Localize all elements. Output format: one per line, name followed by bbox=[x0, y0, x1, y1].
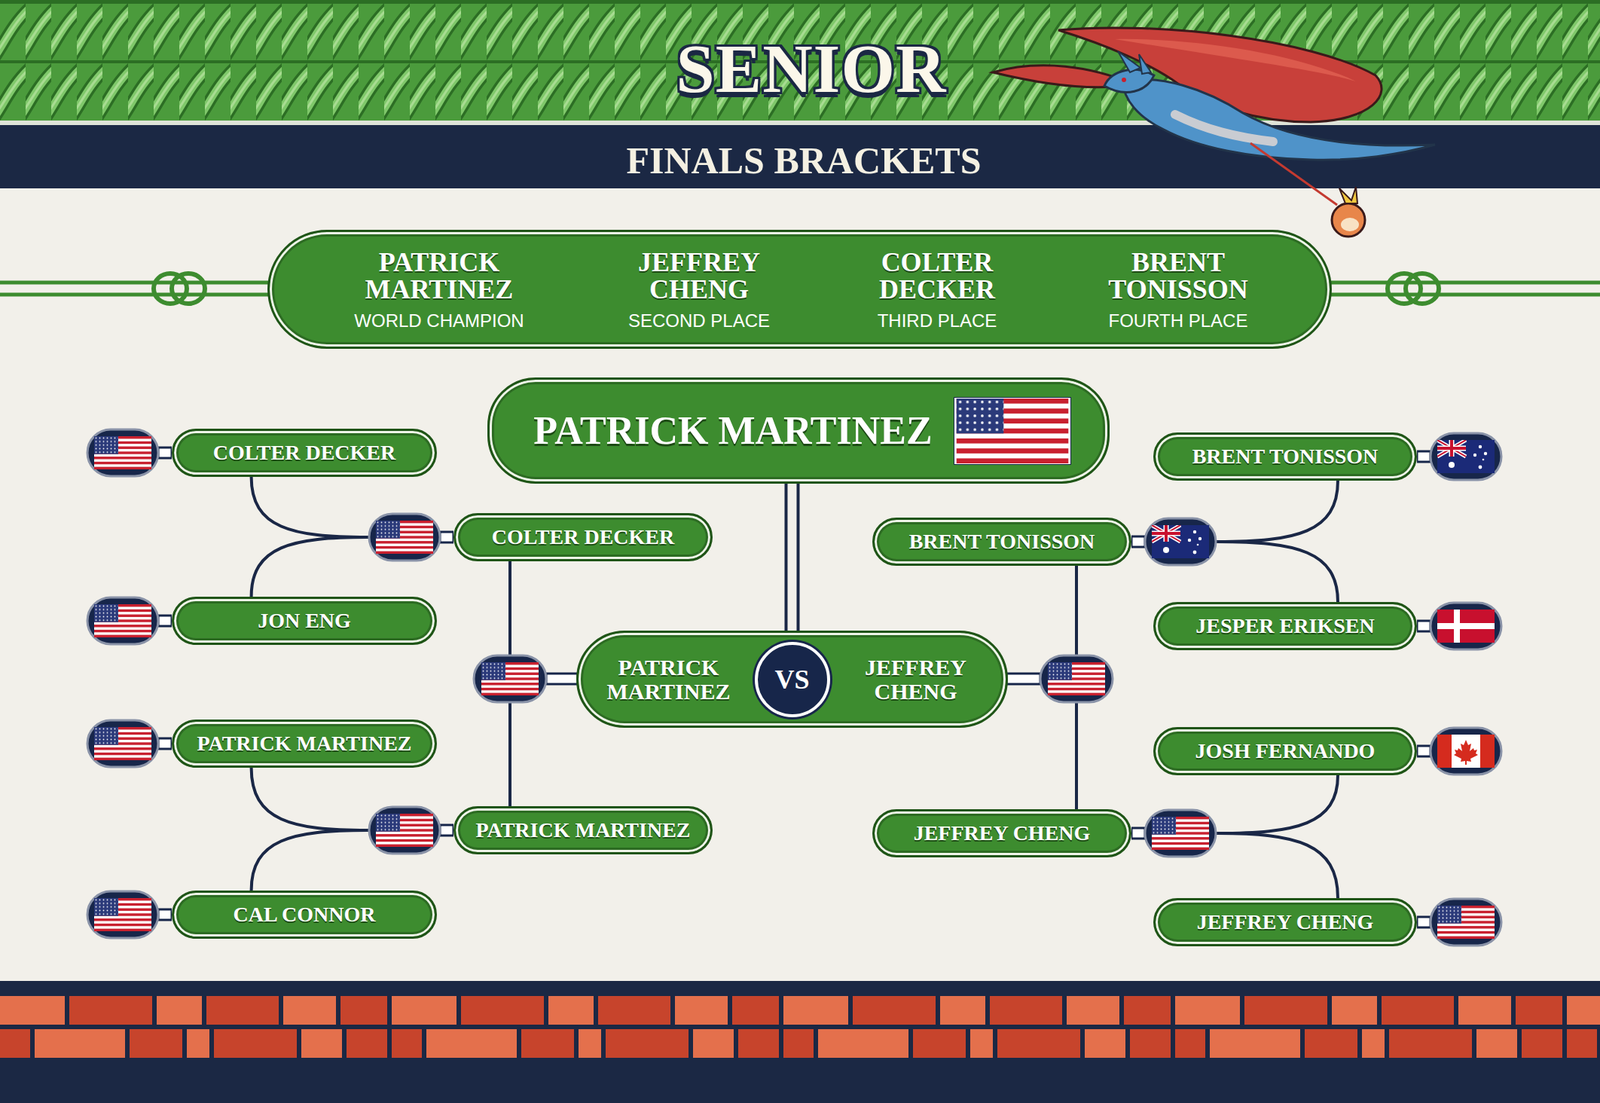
standing-entry: JEFFREY CHENG SECOND PLACE bbox=[597, 241, 801, 337]
vs-text: VS bbox=[774, 665, 810, 694]
player-name: JEFFREY CHENG bbox=[597, 248, 801, 303]
bracket-line bbox=[1217, 775, 1338, 834]
flag-badge bbox=[367, 512, 454, 562]
player-name: JEFFREY CHENG bbox=[1196, 911, 1375, 933]
bracket-line bbox=[251, 767, 368, 831]
flag-badge bbox=[1006, 655, 1113, 703]
title-text: SENIOR bbox=[676, 30, 947, 107]
player-pill: COLTER DECKER bbox=[171, 428, 437, 477]
bracket-line bbox=[1217, 480, 1338, 542]
flag-badge bbox=[1416, 431, 1503, 482]
champion-name: PATRICK MARTINEZ bbox=[533, 411, 932, 451]
bracket-line bbox=[1217, 833, 1338, 898]
player-name: JON ENG bbox=[257, 610, 352, 632]
player-name: BRENT TONISSON bbox=[1192, 445, 1379, 468]
flag-badge bbox=[85, 595, 172, 646]
bracket-entry: JON ENG bbox=[85, 595, 437, 646]
flag-badge bbox=[367, 805, 454, 855]
player-pill: PATRICK MARTINEZ bbox=[171, 719, 437, 768]
player-name: COLTER DECKER bbox=[491, 526, 675, 548]
subtitle-text: FINALS BRACKETS bbox=[626, 139, 982, 182]
bracket-entry: COLTER DECKER bbox=[85, 427, 437, 478]
player-name: CAL CONNOR bbox=[232, 903, 376, 926]
bracket-line bbox=[786, 483, 799, 631]
player-pill: PATRICK MARTINEZ bbox=[453, 806, 713, 855]
flag-badge bbox=[85, 889, 172, 940]
standing-entry: PATRICK MARTINEZ WORLD CHAMPION bbox=[337, 241, 541, 337]
top-rope-band bbox=[0, 0, 1600, 189]
player-name: PATRICK MARTINEZ bbox=[337, 248, 541, 303]
flag-badge bbox=[1131, 808, 1218, 859]
bracket-entry: BRENT TONISSON bbox=[1153, 431, 1503, 482]
player-name: JOSH FERNANDO bbox=[1195, 740, 1376, 762]
brick-band bbox=[0, 980, 1600, 1103]
player-pill: BRENT TONISSON bbox=[1153, 432, 1417, 481]
champion-box: PATRICK MARTINEZ bbox=[487, 377, 1110, 484]
placement-label: WORLD CHAMPION bbox=[354, 311, 524, 330]
bracket-line bbox=[251, 830, 368, 891]
player-pill: CAL CONNOR bbox=[171, 890, 437, 939]
bracket-entry: BRENT TONISSON bbox=[872, 516, 1218, 567]
player-pill: COLTER DECKER bbox=[453, 512, 713, 562]
bracket-entry: JOSH FERNANDO bbox=[1153, 726, 1503, 776]
bracket-entry: JEFFREY CHENG bbox=[872, 808, 1218, 859]
vs-circle: VS bbox=[754, 641, 831, 718]
player-name: COLTER DECKER bbox=[213, 442, 396, 464]
bracket-entry: JESPER ERIKSEN bbox=[1153, 601, 1503, 651]
player-name: JEFFREY CHENG bbox=[913, 822, 1091, 844]
player-name: JESPER ERIKSEN bbox=[1195, 615, 1375, 637]
salamence-illustration bbox=[992, 27, 1436, 237]
standing-entry: COLTER DECKER THIRD PLACE bbox=[835, 241, 1039, 337]
placement-label: SECOND PLACE bbox=[628, 311, 770, 330]
player-pill: JESPER ERIKSEN bbox=[1153, 601, 1417, 651]
standing-entry: BRENT TONISSON FOURTH PLACE bbox=[1076, 241, 1280, 337]
final-match-box: PATRICK MARTINEZ VS JEFFREY CHENG bbox=[576, 630, 1008, 728]
flag-badge bbox=[85, 427, 172, 478]
player-name: BRENT TONISSON bbox=[909, 531, 1096, 553]
flag-icon bbox=[953, 396, 1072, 465]
bracket-entry: JEFFREY CHENG bbox=[1153, 897, 1503, 947]
player-name: PATRICK MARTINEZ bbox=[197, 732, 413, 755]
subtitle-banner: FINALS BRACKETS bbox=[577, 141, 1030, 180]
standings-panel: PATRICK MARTINEZ WORLD CHAMPION JEFFREY CH… bbox=[267, 229, 1332, 349]
bracket-entry: PATRICK MARTINEZ bbox=[85, 718, 437, 769]
bracket-entry: COLTER DECKER bbox=[367, 512, 713, 562]
placement-label: THIRD PLACE bbox=[877, 311, 998, 330]
placement-label: FOURTH PLACE bbox=[1108, 311, 1249, 330]
player-pill: BRENT TONISSON bbox=[872, 517, 1132, 566]
player-pill: JON ENG bbox=[171, 596, 437, 645]
flag-badge bbox=[1416, 726, 1503, 776]
bracket-line bbox=[251, 476, 368, 538]
flag-badge bbox=[473, 655, 578, 703]
bracket-entry: PATRICK MARTINEZ bbox=[367, 805, 713, 855]
player-name: PATRICK MARTINEZ bbox=[607, 654, 731, 704]
player-name: PATRICK MARTINEZ bbox=[476, 819, 691, 841]
player-pill: JEFFREY CHENG bbox=[1153, 897, 1417, 947]
player-pill: JOSH FERNANDO bbox=[1153, 726, 1417, 776]
player-name: JEFFREY CHENG bbox=[864, 654, 967, 704]
bracket-line bbox=[251, 537, 368, 597]
flag-badge bbox=[85, 718, 172, 769]
flag-badge bbox=[1131, 516, 1218, 567]
flag-badge bbox=[1416, 897, 1503, 947]
title-banner: SENIOR bbox=[585, 33, 1038, 104]
player-name: COLTER DECKER bbox=[835, 248, 1039, 303]
bracket-entry: CAL CONNOR bbox=[85, 889, 437, 940]
flag-badge bbox=[1416, 601, 1503, 651]
player-name: BRENT TONISSON bbox=[1076, 248, 1280, 303]
player-pill: JEFFREY CHENG bbox=[872, 809, 1132, 858]
bracket-line bbox=[1217, 541, 1338, 602]
